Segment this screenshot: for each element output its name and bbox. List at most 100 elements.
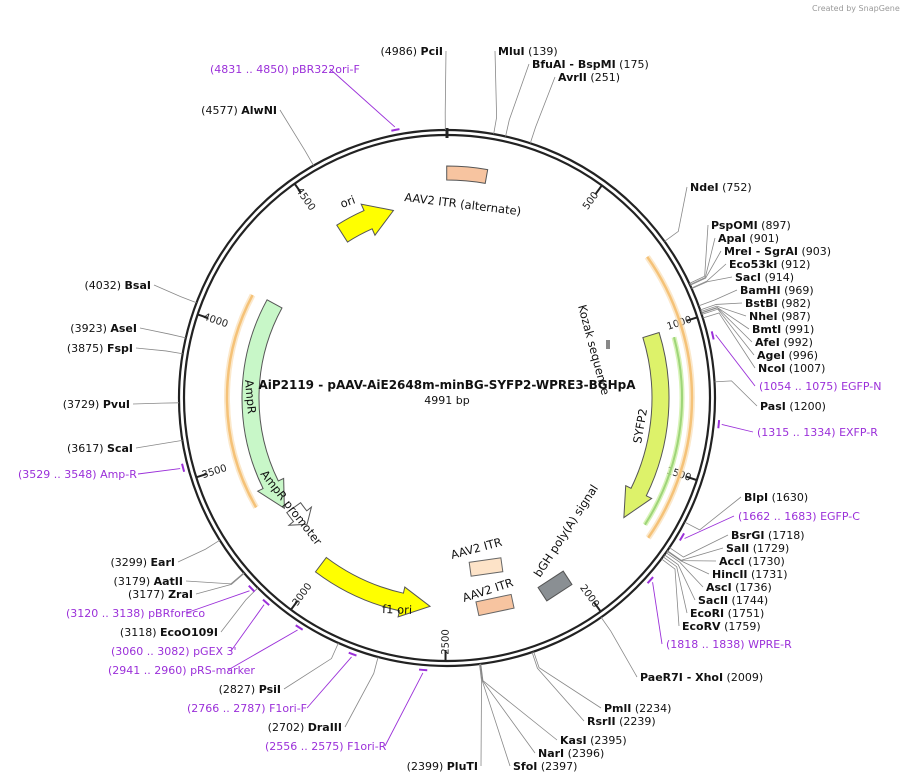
site-label-bstbi[interactable]: BstBI (982) xyxy=(745,297,811,310)
site-name: BfuAI - BspMI xyxy=(532,58,616,71)
site-label-sal[interactable]: SalI (1729) xyxy=(726,542,789,555)
itr-box-2[interactable] xyxy=(475,593,515,617)
site-label-blp[interactable]: BlpI (1630) xyxy=(744,491,808,504)
site-label-asc[interactable]: AscI (1736) xyxy=(706,581,772,594)
primer-range: (3529 .. 3548) xyxy=(18,468,100,481)
site-label-sfo[interactable]: SfoI (2397) xyxy=(513,760,577,773)
site-name: EcoO109I xyxy=(160,626,218,639)
site-label-sac[interactable]: SacI (914) xyxy=(735,271,794,284)
site-leader xyxy=(665,552,704,588)
site-leader xyxy=(344,656,379,728)
primer-leader xyxy=(652,582,663,645)
site-label-nar[interactable]: NarI (2396) xyxy=(538,747,604,760)
site-label-psi[interactable]: (2827) PsiI xyxy=(219,683,281,696)
primer-label-wprer[interactable]: (1818 .. 1838) WPRE-R xyxy=(666,638,792,651)
syfp2-feature[interactable] xyxy=(623,331,670,519)
site-leader xyxy=(684,496,742,531)
site-label-mlu[interactable]: MluI (139) xyxy=(498,45,558,58)
site-label-nhe[interactable]: NheI (987) xyxy=(749,310,811,323)
site-label-paer[interactable]: PaeR7I - XhoI (2009) xyxy=(640,671,763,684)
site-label-ase[interactable]: (3923) AseI xyxy=(70,322,137,335)
site-label-pvu[interactable]: (3729) PvuI xyxy=(63,398,130,411)
primer-range: (4831 .. 4850) xyxy=(210,63,292,76)
site-leader xyxy=(185,572,245,585)
primer-label-pbr322[interactable]: (4831 .. 4850) pBR322ori-F xyxy=(210,63,360,76)
site-label-mre[interactable]: MreI - SgrAI (903) xyxy=(724,245,831,258)
site-label-sacii[interactable]: SacII (1744) xyxy=(698,594,768,607)
primer-label-rsmarker[interactable]: (2941 .. 2960) pRS-marker xyxy=(108,664,255,677)
site-leader xyxy=(139,327,186,339)
site-label-fsp[interactable]: (3875) FspI xyxy=(67,342,133,355)
tick-label: 500 xyxy=(581,190,601,212)
site-label-dra3[interactable]: (2702) DraIII xyxy=(268,721,342,734)
syfp2-inner-glow xyxy=(642,336,685,527)
site-name: BlpI xyxy=(744,491,768,504)
site-leader xyxy=(702,312,756,369)
site-label-nde[interactable]: NdeI (752) xyxy=(690,181,752,194)
site-pos: (1744) xyxy=(728,594,768,607)
ampr-promoter-feature[interactable] xyxy=(286,502,313,526)
site-label-pas[interactable]: PasI (1200) xyxy=(760,400,826,413)
bgh-polya-box[interactable] xyxy=(537,570,573,602)
site-label-bam[interactable]: BamHI (969) xyxy=(740,284,814,297)
site-label-nco[interactable]: NcoI (1007) xyxy=(758,362,825,375)
primer-label-pgex3[interactable]: (3060 .. 3082) pGEX 3' xyxy=(111,645,237,658)
site-label-alwn[interactable]: (4577) AlwNI xyxy=(201,104,277,117)
tick-line xyxy=(686,316,698,322)
site-label-plut[interactable]: (2399) PluTI xyxy=(407,760,478,773)
site-name: FspI xyxy=(107,342,133,355)
site-label-avr[interactable]: AvrII (251) xyxy=(558,71,620,84)
primer-label-ampr[interactable]: (3529 .. 3548) Amp-R xyxy=(18,468,137,481)
site-pos: (912) xyxy=(777,258,810,271)
primer-range: (2941 .. 2960) xyxy=(108,664,190,677)
site-label-pml[interactable]: PmlI (2234) xyxy=(604,702,671,715)
site-name: SalI xyxy=(726,542,749,555)
site-label-aat[interactable]: (3179) AatII xyxy=(114,575,183,588)
itr-alt-label: AAV2 ITR (alternate) xyxy=(404,190,522,218)
site-label-rsr[interactable]: RsrII (2239) xyxy=(587,715,656,728)
site-pos: (1751) xyxy=(724,607,764,620)
site-label-eco109[interactable]: (3118) EcoO109I xyxy=(120,626,218,639)
tick-line xyxy=(594,184,603,195)
snapgene-credit: Created by SnapGene xyxy=(812,4,900,13)
site-pos: (969) xyxy=(781,284,814,297)
primer-mark xyxy=(710,331,715,340)
site-label-kas[interactable]: KasI (2395) xyxy=(560,734,627,747)
kozak-marker xyxy=(606,340,610,349)
site-label-age[interactable]: AgeI (996) xyxy=(757,349,818,362)
site-name: AvrII xyxy=(558,71,587,84)
site-label-ecorv[interactable]: EcoRV (1759) xyxy=(682,620,761,633)
site-label-afe[interactable]: AfeI (992) xyxy=(755,336,813,349)
site-label-pci[interactable]: (4986) PciI xyxy=(380,45,443,58)
site-label-sca[interactable]: (3617) ScaI xyxy=(67,442,133,455)
primer-label-egfpc[interactable]: (1662 .. 1683) EGFP-C xyxy=(738,510,860,523)
site-label-bsa[interactable]: (4032) BsaI xyxy=(84,279,151,292)
site-leader xyxy=(479,663,511,767)
primer-label-f1orir[interactable]: (2556 .. 2575) F1ori-R xyxy=(265,740,387,753)
primer-label-f1orif[interactable]: (2766 .. 2787) F1ori-F xyxy=(187,702,307,715)
primer-label-pbrforeco[interactable]: (3120 .. 3138) pBRforEco xyxy=(66,607,205,620)
primer-labels: (4831 .. 4850) pBR322ori-F (1054 .. 1075)… xyxy=(18,63,881,753)
site-label-eco53[interactable]: Eco53kI (912) xyxy=(729,258,810,271)
f1ori-feature[interactable] xyxy=(314,556,432,618)
site-label-zra[interactable]: (3177) ZraI xyxy=(128,588,193,601)
site-label-ear[interactable]: (3299) EarI xyxy=(110,556,175,569)
primer-label-egfpn[interactable]: (1054 .. 1075) EGFP-N xyxy=(759,380,881,393)
site-label-bsrgi[interactable]: BsrGI (1718) xyxy=(731,529,805,542)
tick-line xyxy=(197,313,209,319)
primer-label-exfpr[interactable]: (1315 .. 1334) EXFP-R xyxy=(757,426,878,439)
primer-mark xyxy=(646,576,654,584)
site-label-apa[interactable]: ApaI (901) xyxy=(718,232,779,245)
itr-alt-feature[interactable] xyxy=(446,165,489,184)
ampr-feature[interactable] xyxy=(241,299,285,510)
itr-box-1[interactable] xyxy=(468,557,504,577)
primer-range: (1818 .. 1838) xyxy=(666,638,748,651)
site-pos: (914) xyxy=(761,271,794,284)
site-label-pspomi[interactable]: PspOMI (897) xyxy=(711,219,791,232)
site-label-bmt[interactable]: BmtI (991) xyxy=(752,323,814,336)
site-label-acc[interactable]: AccI (1730) xyxy=(719,555,785,568)
ori-feature[interactable] xyxy=(336,203,395,243)
site-label-hinc[interactable]: HincII (1731) xyxy=(712,568,788,581)
site-label-bfua[interactable]: BfuAI - BspMI (175) xyxy=(532,58,649,71)
site-label-ecori[interactable]: EcoRI (1751) xyxy=(690,607,764,620)
